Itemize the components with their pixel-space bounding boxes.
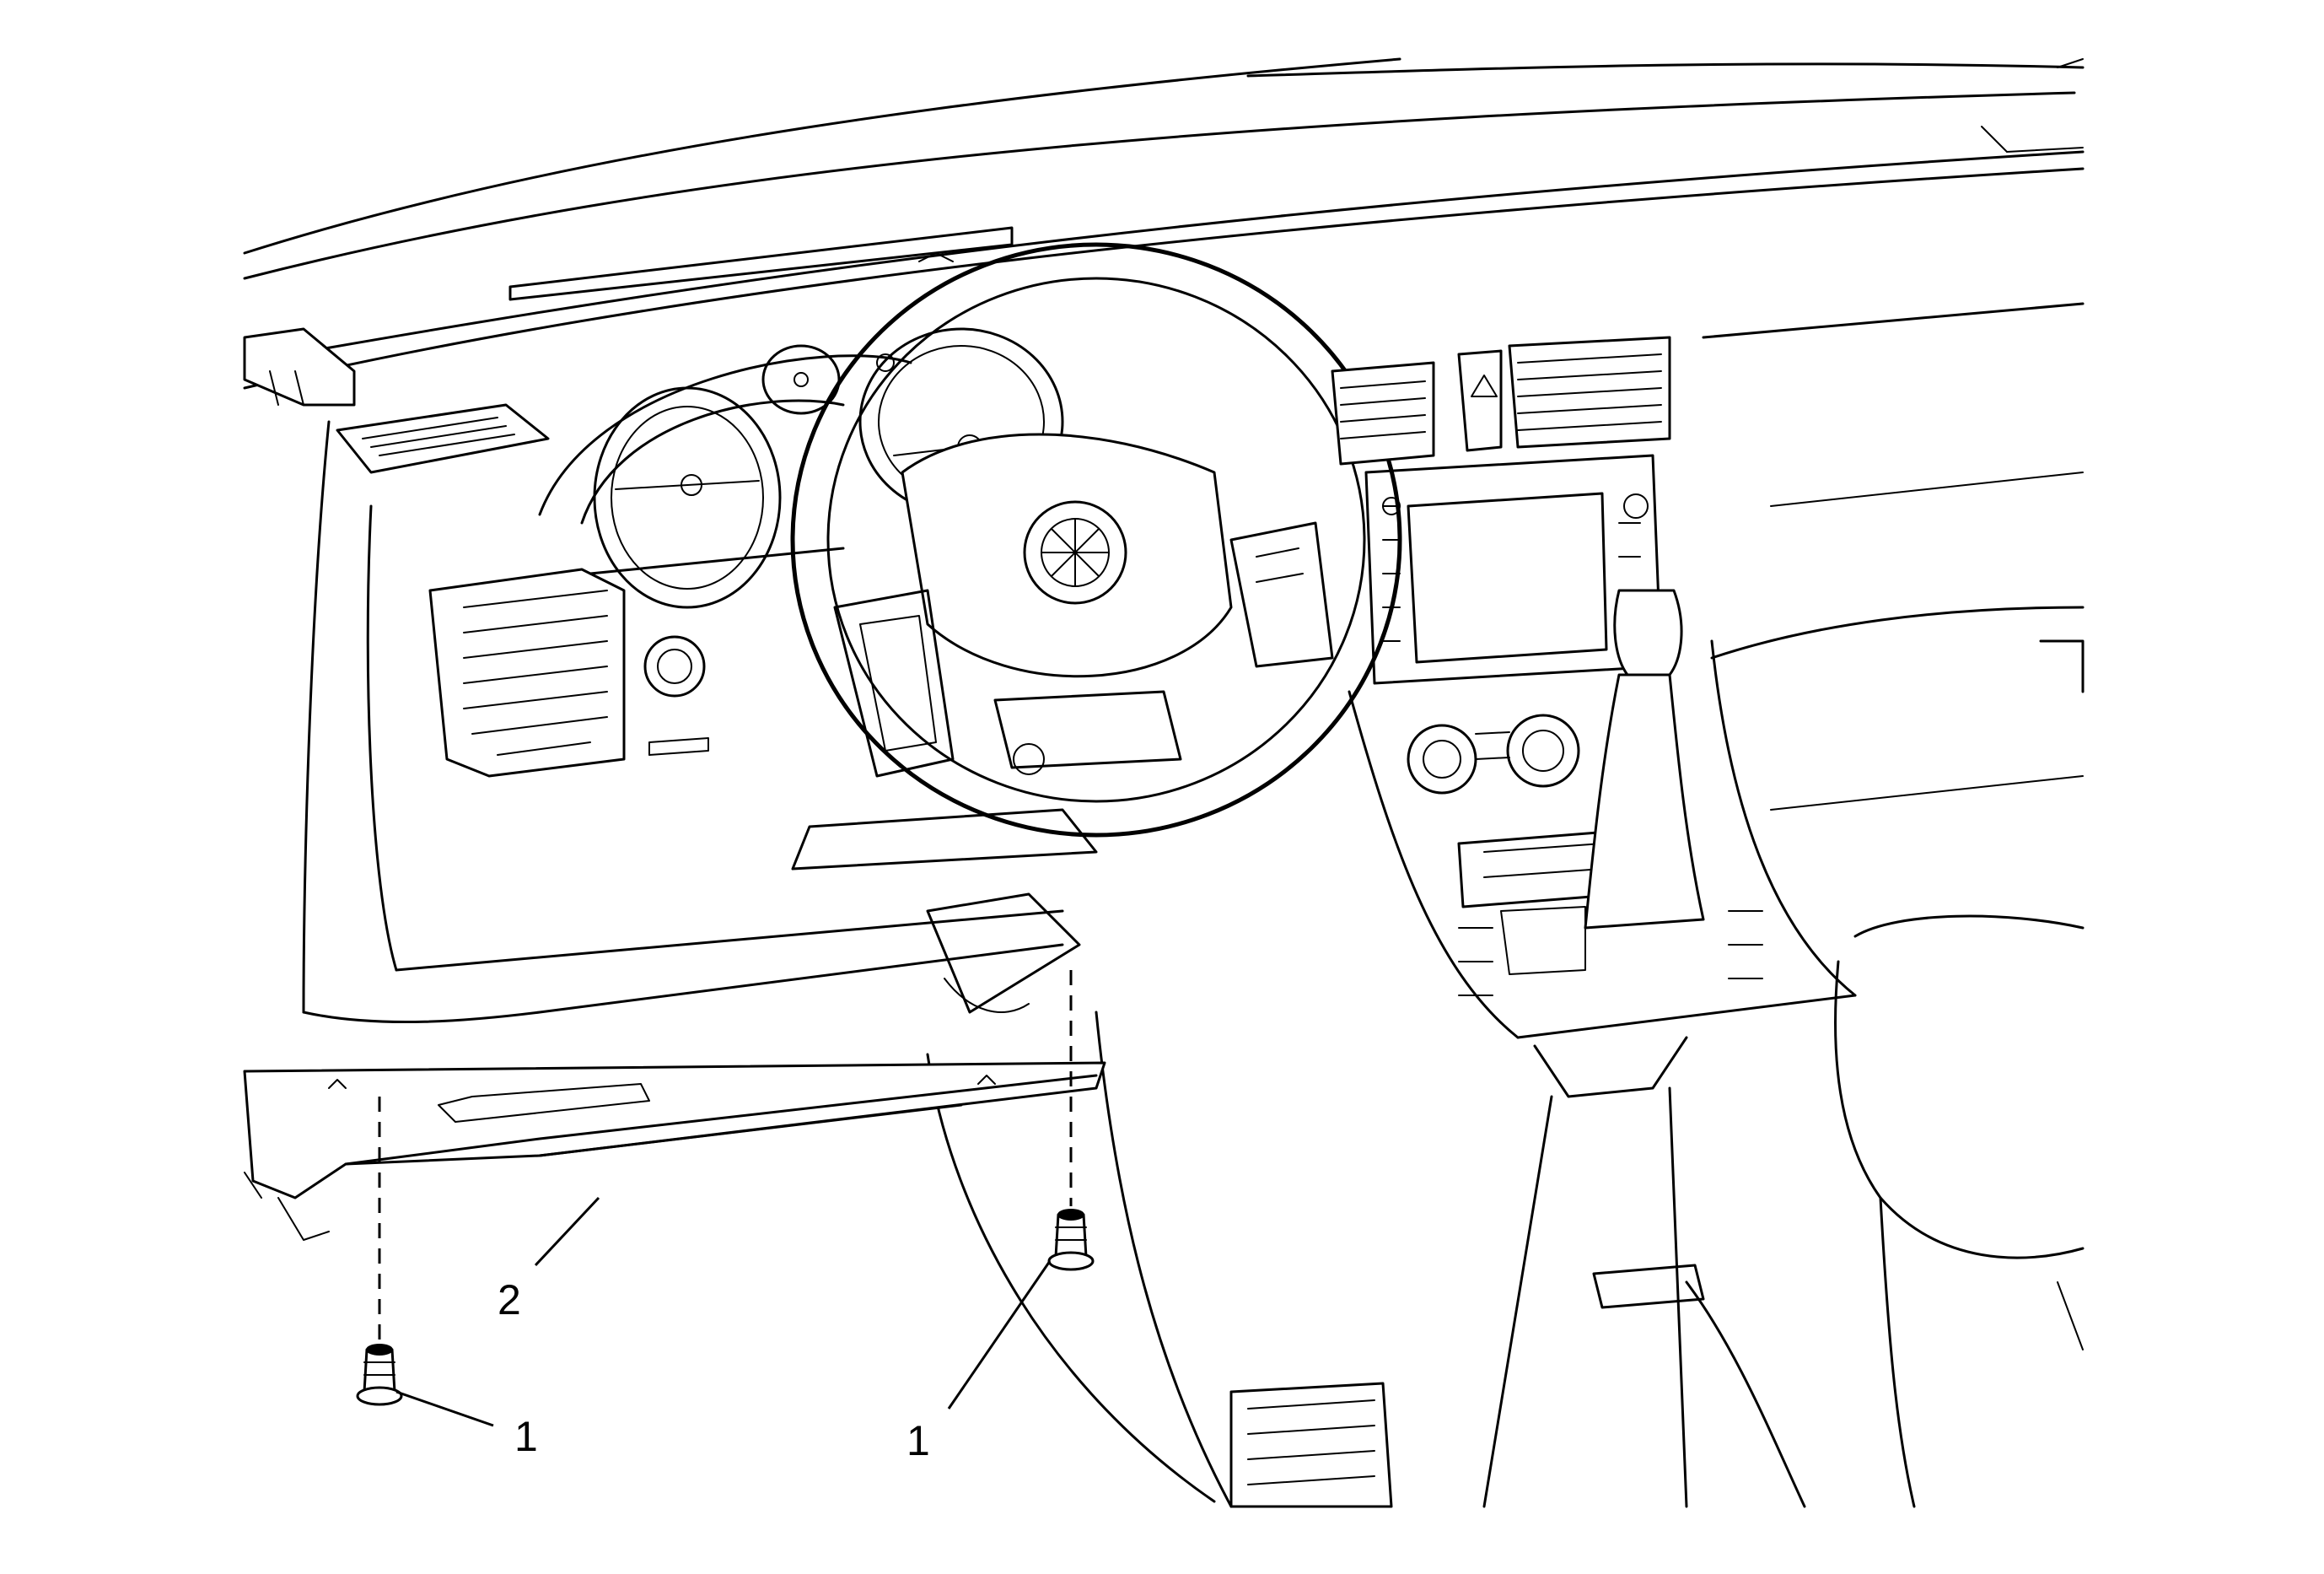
radio-navigation-unit bbox=[1364, 454, 1663, 685]
callout-label-trim-panel: 2 bbox=[498, 1276, 521, 1323]
steering-column-shroud bbox=[791, 808, 1098, 1014]
steering-wheel bbox=[790, 242, 1402, 838]
emblem-icon bbox=[1041, 518, 1110, 587]
leader-line-1-right bbox=[947, 1260, 1052, 1410]
center-console bbox=[1348, 589, 1857, 1098]
right-dash-panel bbox=[1702, 302, 2085, 811]
passenger-seat bbox=[1834, 914, 2085, 1508]
windshield-edge bbox=[243, 57, 2085, 280]
leader-line-2 bbox=[534, 1196, 600, 1267]
fastener-right bbox=[1047, 970, 1095, 1271]
callout-label-fastener-right: 1 bbox=[906, 1417, 930, 1464]
left-end-cap bbox=[243, 327, 356, 407]
defroster-grille bbox=[508, 226, 1014, 301]
display-screen bbox=[1407, 492, 1608, 664]
left-dash-panel bbox=[302, 403, 1064, 1024]
leader-lines bbox=[395, 1196, 1052, 1427]
shift-knob bbox=[1613, 589, 1683, 676]
lower-trim-panel bbox=[243, 1061, 1106, 1241]
floor-area bbox=[926, 1011, 1806, 1508]
left-air-vent bbox=[428, 568, 626, 778]
leader-line-1-left bbox=[395, 1390, 494, 1427]
headlamp-switch bbox=[643, 635, 709, 756]
shifter-boot bbox=[1584, 673, 1705, 930]
callout-label-fastener-left: 1 bbox=[514, 1413, 538, 1460]
fastener-left bbox=[356, 1097, 403, 1406]
hazard-icon bbox=[1471, 375, 1498, 397]
center-air-vents bbox=[1331, 336, 1671, 466]
airbag-module bbox=[901, 433, 1233, 678]
dash-top bbox=[243, 126, 2085, 390]
